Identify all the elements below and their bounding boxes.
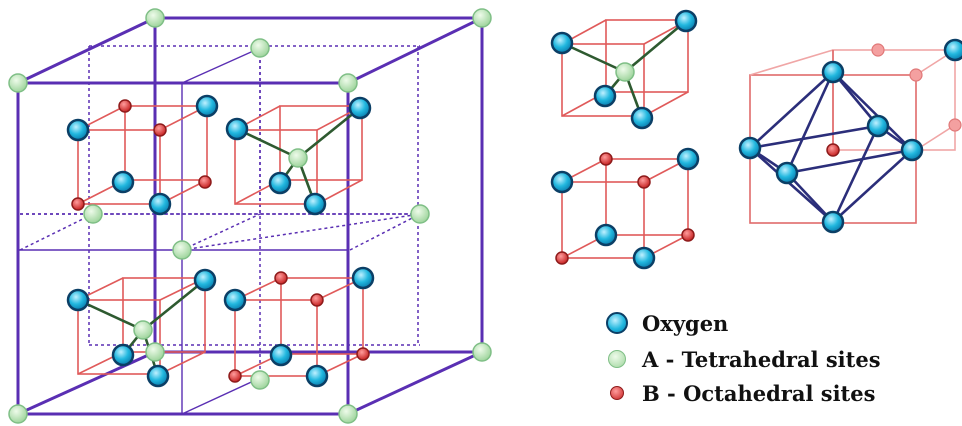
oxygen-atom bbox=[594, 223, 618, 247]
oxygen-atom bbox=[550, 170, 574, 194]
octahedral-atom bbox=[356, 347, 370, 361]
octahedral-atom bbox=[909, 68, 923, 82]
oxygen-atom bbox=[225, 117, 249, 141]
oxygen-atom bbox=[676, 147, 700, 171]
oxygen-atom bbox=[223, 288, 247, 312]
octahedral-atom bbox=[274, 271, 288, 285]
oxygen-atom bbox=[148, 192, 172, 216]
tetrahedral-atom bbox=[8, 404, 28, 424]
octahedral-atom bbox=[198, 175, 212, 189]
oxygen-atom bbox=[821, 210, 845, 234]
oxygen-atom bbox=[269, 343, 293, 367]
octahedral-atom bbox=[118, 99, 132, 113]
subcell-octahedral-bottom-right bbox=[234, 277, 364, 377]
unit-cell-edges bbox=[16, 16, 484, 416]
oxygen-swatch-icon bbox=[606, 312, 628, 334]
tetrahedral-atom bbox=[172, 240, 192, 260]
oxygen-atom bbox=[674, 9, 698, 33]
oxygen-atom bbox=[268, 171, 292, 195]
tetrahedral-atom bbox=[338, 73, 358, 93]
tetrahedral-atom bbox=[472, 8, 492, 28]
oxygen-atom bbox=[550, 31, 574, 55]
legend-item-octahedral: B - Octahedral sites bbox=[606, 378, 875, 408]
octahedral-atom bbox=[681, 228, 695, 242]
oxygen-atom bbox=[593, 84, 617, 108]
octahedral-atom bbox=[71, 197, 85, 211]
octahedral-atom bbox=[599, 152, 613, 166]
oxygen-atom bbox=[943, 38, 962, 62]
unit-cell bbox=[16, 16, 484, 416]
oxygen-atom bbox=[866, 114, 890, 138]
oxygen-atom bbox=[146, 364, 170, 388]
legend-label-tetrahedral: A - Tetrahedral sites bbox=[642, 346, 881, 372]
oxygen-atom bbox=[303, 192, 327, 216]
legend-label-oxygen: Oxygen bbox=[642, 310, 729, 336]
legend-label-octahedral: B - Octahedral sites bbox=[642, 380, 876, 406]
octahedral-swatch-icon bbox=[610, 386, 624, 400]
oxygen-atom bbox=[900, 138, 924, 162]
tetrahedral-atom bbox=[338, 404, 358, 424]
oxygen-atom bbox=[821, 60, 845, 84]
oxygen-atom bbox=[195, 94, 219, 118]
tetrahedral-atom bbox=[288, 148, 308, 168]
tetrahedral-atom bbox=[250, 370, 270, 390]
tetrahedral-atom bbox=[145, 8, 165, 28]
oxygen-atom bbox=[111, 170, 135, 194]
tetrahedral-atom bbox=[472, 342, 492, 362]
oxygen-atom bbox=[66, 118, 90, 142]
tetrahedral-atom bbox=[615, 62, 635, 82]
detail-octahedron bbox=[749, 49, 956, 224]
tetrahedral-atom bbox=[83, 204, 103, 224]
unit-cell-dotted-lines bbox=[19, 45, 421, 380]
tetrahedral-swatch-icon bbox=[608, 350, 626, 368]
octahedral-atom bbox=[555, 251, 569, 265]
oxygen-atom bbox=[351, 266, 375, 290]
octahedral-atom bbox=[948, 118, 962, 132]
legend-item-tetrahedral: A - Tetrahedral sites bbox=[606, 344, 881, 374]
octahedral-atom bbox=[228, 369, 242, 383]
octahedral-atom bbox=[310, 293, 324, 307]
oxygen-atom bbox=[775, 161, 799, 185]
oxygen-atom bbox=[348, 96, 372, 120]
oxygen-atom bbox=[193, 268, 217, 292]
atoms-layer bbox=[8, 8, 962, 424]
tetrahedral-atom bbox=[8, 73, 28, 93]
tetrahedral-atom bbox=[133, 320, 153, 340]
octahedral-atom bbox=[826, 143, 840, 157]
oxygen-atom bbox=[111, 343, 135, 367]
unit-cell-inner-lines bbox=[18, 47, 348, 415]
octahedral-atom bbox=[153, 123, 167, 137]
detail-octahedral-cube bbox=[561, 158, 689, 259]
oxygen-atom bbox=[305, 364, 329, 388]
octahedral-atom bbox=[871, 43, 885, 57]
oxygen-atom bbox=[66, 288, 90, 312]
oxygen-atom bbox=[630, 106, 654, 130]
tetrahedral-atom bbox=[410, 204, 430, 224]
tetrahedral-atom bbox=[145, 342, 165, 362]
tetrahedral-atom bbox=[250, 38, 270, 58]
legend-item-oxygen: Oxygen bbox=[606, 308, 728, 338]
oxygen-atom bbox=[738, 136, 762, 160]
oxygen-atom bbox=[632, 246, 656, 270]
octahedral-atom bbox=[637, 175, 651, 189]
subcell-octahedral-top-left bbox=[77, 105, 208, 205]
